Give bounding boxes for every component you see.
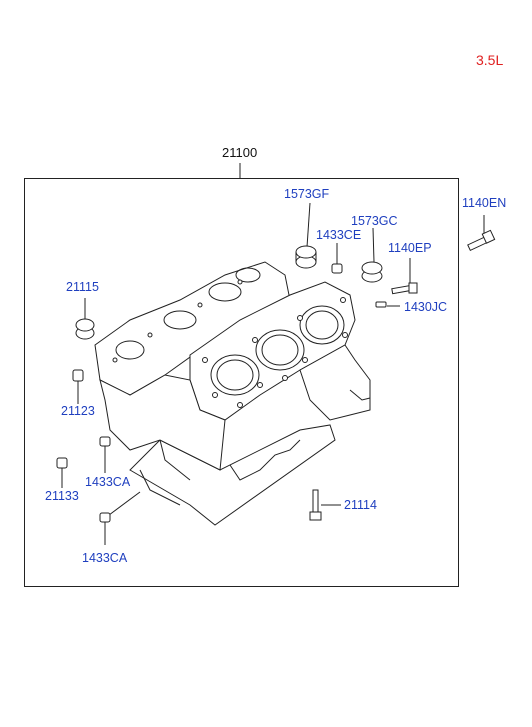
part-label-1140ep[interactable]: 1140EP [388, 241, 432, 255]
plug-1433ca-lower [99, 512, 111, 523]
cylinder-bores [210, 305, 345, 396]
plug-21123 [72, 369, 84, 382]
engine-displacement-label: 3.5L [476, 52, 504, 68]
bolt-1140en [467, 229, 496, 252]
diagram-frame [24, 178, 459, 587]
part-label-21133[interactable]: 21133 [45, 489, 79, 503]
pin-1430jc [375, 301, 387, 308]
part-label-21115[interactable]: 21115 [66, 280, 99, 294]
bolt-1140ep [391, 282, 418, 295]
part-label-1433ca-lower[interactable]: 1433CA [82, 551, 128, 565]
part-label-1430jc[interactable]: 1430JC [404, 300, 448, 314]
plug-1573gc [361, 261, 383, 283]
part-label-21123[interactable]: 21123 [61, 404, 95, 418]
plug-21115 [75, 318, 95, 340]
plug-1433ca-upper [99, 436, 111, 447]
plug-1573gf [295, 245, 317, 269]
plug-21133 [56, 457, 68, 469]
bolt-21114 [309, 489, 322, 521]
part-label-21114[interactable]: 21114 [344, 498, 377, 512]
assembly-number: 21100 [222, 145, 258, 160]
cylinder-block [94, 261, 371, 526]
part-label-1573gf[interactable]: 1573GF [284, 187, 330, 201]
plug-1433ce [331, 263, 343, 274]
part-label-1433ce[interactable]: 1433CE [316, 228, 362, 242]
part-label-1573gc[interactable]: 1573GC [351, 214, 398, 228]
part-label-1433ca-upper[interactable]: 1433CA [85, 475, 131, 489]
part-label-1140en[interactable]: 1140EN [462, 196, 507, 210]
